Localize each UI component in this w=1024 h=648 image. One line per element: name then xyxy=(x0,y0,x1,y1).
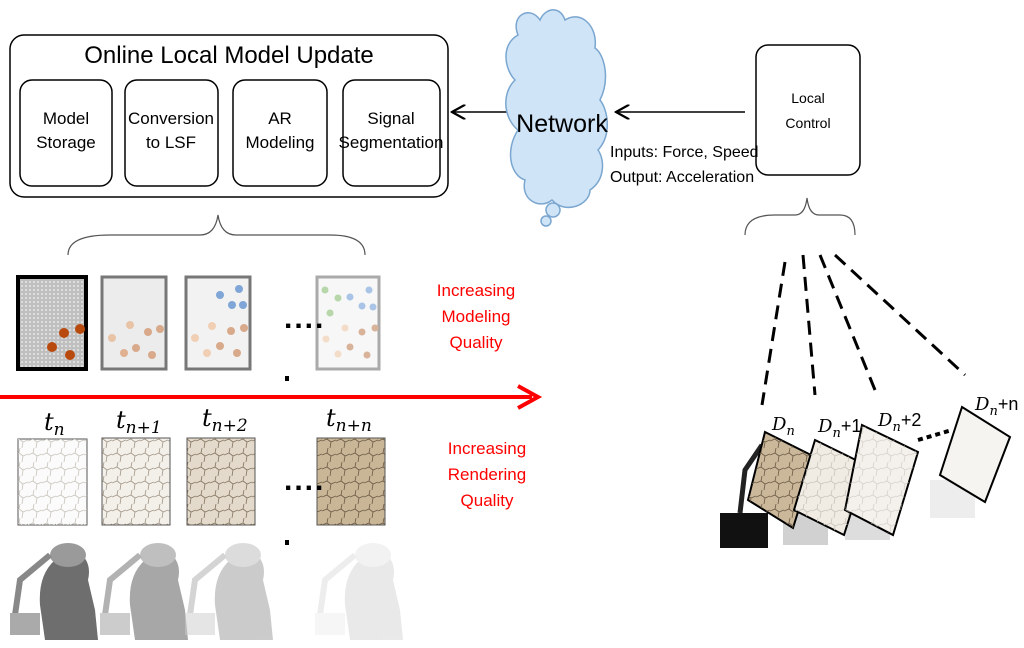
modeling-quality-label: Increasing xyxy=(437,281,515,300)
haptic-devices xyxy=(10,543,403,640)
network-cloud-icon xyxy=(505,9,608,227)
model-update-title: Online Local Model Update xyxy=(84,42,374,69)
svg-text:Conversion: Conversion xyxy=(128,109,214,128)
output-label: Output: Acceleration xyxy=(610,169,754,186)
haptic-device-icon xyxy=(185,543,273,640)
device-label: Dn+2 xyxy=(877,410,921,435)
rendering-quality-label: Increasing xyxy=(448,439,526,458)
svg-text:to LSF: to LSF xyxy=(146,133,196,152)
render-thumb-1 xyxy=(17,438,88,526)
device-ellipsis xyxy=(917,428,953,442)
time-label: tn+2 xyxy=(202,404,248,436)
render-thumb-2 xyxy=(101,437,171,526)
left-brace xyxy=(67,214,366,256)
rendering-ellipsis: .... xyxy=(284,464,325,497)
time-label: tn+1 xyxy=(116,406,162,438)
step-conversion-lsf: Conversion to LSF xyxy=(124,79,219,187)
ellipsis-dot xyxy=(285,540,289,545)
model-thumb-1 xyxy=(16,275,88,371)
svg-text:Modeling: Modeling xyxy=(246,133,315,152)
haptic-device-icon xyxy=(315,543,403,640)
render-thumb-n xyxy=(316,437,386,526)
device-base-icon xyxy=(720,443,768,548)
svg-text:Local: Local xyxy=(791,90,824,106)
svg-text:Quality: Quality xyxy=(450,333,503,352)
step-model-storage: Model Storage xyxy=(19,79,113,187)
device-connection-lines xyxy=(760,253,967,406)
model-update-panel: Online Local Model Update Model Storage … xyxy=(9,34,449,198)
right-brace xyxy=(744,197,856,236)
device-label: Dn+1 xyxy=(817,416,861,441)
haptic-device-icon xyxy=(10,543,98,640)
device-label: Dn+n xyxy=(974,394,1018,419)
svg-text:Control: Control xyxy=(785,115,830,131)
svg-text:Signal: Signal xyxy=(367,109,414,128)
inputs-label: Inputs: Force, Speed xyxy=(610,144,759,161)
svg-text:Rendering: Rendering xyxy=(448,465,526,484)
rendering-thumbnails xyxy=(17,437,386,526)
modeling-thumbnails xyxy=(16,275,381,371)
svg-text:AR: AR xyxy=(268,109,292,128)
time-label: tn xyxy=(44,408,65,440)
step-signal-segmentation: Signal Segmentation xyxy=(339,79,444,187)
svg-text:Modeling: Modeling xyxy=(442,307,511,326)
device-label: Dn xyxy=(771,414,795,439)
time-label: tn+n xyxy=(326,404,372,436)
remote-devices xyxy=(720,405,1012,548)
step-ar-modeling: AR Modeling xyxy=(232,79,328,187)
display-dn-n xyxy=(938,405,1012,504)
modeling-ellipsis: .... xyxy=(284,302,325,335)
device-labels: Dn Dn+1 Dn+2 Dn+n xyxy=(771,394,1018,441)
network-label: Network xyxy=(516,110,608,138)
time-labels: tn tn+1 tn+2 tn+n xyxy=(44,404,372,440)
model-thumb-n xyxy=(315,275,381,371)
svg-text:Quality: Quality xyxy=(461,491,514,510)
render-thumb-3 xyxy=(186,437,256,526)
model-thumb-2 xyxy=(100,275,168,371)
svg-text:Segmentation: Segmentation xyxy=(339,133,444,152)
haptic-device-icon xyxy=(100,543,188,640)
local-control-box: Local Control xyxy=(755,44,861,176)
timeline-arrow xyxy=(0,384,543,410)
model-thumb-3 xyxy=(184,275,252,371)
ellipsis-dot xyxy=(285,376,289,381)
svg-text:Model: Model xyxy=(43,109,89,128)
svg-text:Storage: Storage xyxy=(36,133,96,152)
